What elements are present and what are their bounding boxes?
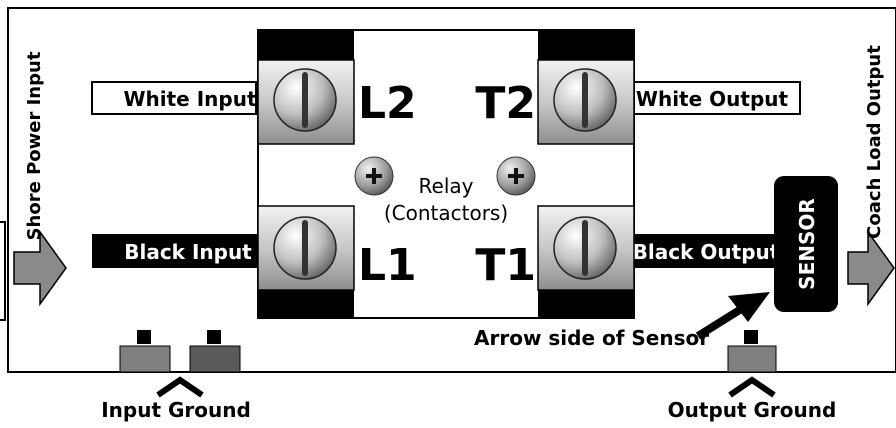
black-input-wire xyxy=(92,234,258,268)
input-ground-caret xyxy=(156,376,204,398)
relay-cap-top-left xyxy=(258,30,354,60)
left-edge-clip xyxy=(0,221,6,321)
white-input-label: White Input xyxy=(123,87,256,111)
black-output-label: Black Output xyxy=(633,240,780,264)
output-ground-caret xyxy=(728,376,776,398)
input-ground-block-right xyxy=(189,330,241,373)
terminal-t1 xyxy=(537,205,635,291)
terminal-l2 xyxy=(257,59,355,145)
arrow-side-label: Arrow side of Sensor xyxy=(474,326,709,350)
relay-cap-bottom-left xyxy=(258,288,354,318)
output-ground-block xyxy=(727,330,777,373)
terminal-l1 xyxy=(257,205,355,291)
white-input-wire xyxy=(91,81,257,115)
black-output-wire xyxy=(634,234,778,268)
coach-load-output-label: Coach Load Output xyxy=(864,45,885,239)
shore-power-input-label: Shore Power Input xyxy=(24,51,45,240)
relay-screw-left xyxy=(354,156,394,196)
terminal-t2-label: T2 xyxy=(475,78,536,129)
sensor-label: SENSOR xyxy=(795,198,819,290)
input-ground-block-left xyxy=(119,330,171,373)
output-ground-label: Output Ground xyxy=(668,398,837,422)
sensor-body xyxy=(774,176,838,312)
relay-label-line2: (Contactors) xyxy=(384,201,508,225)
relay-label-line1: Relay xyxy=(419,174,474,198)
terminal-t2 xyxy=(537,59,635,145)
terminal-l2-label: L2 xyxy=(358,78,417,129)
input-ground-label: Input Ground xyxy=(101,398,251,422)
black-input-label: Black Input xyxy=(124,240,252,264)
relay-cap-bottom-right xyxy=(538,288,634,318)
relay-screw-right xyxy=(496,156,536,196)
coach-load-arrow xyxy=(847,229,895,307)
white-output-label: White Output xyxy=(636,87,789,111)
white-output-wire xyxy=(633,81,801,115)
relay-cap-top-right xyxy=(538,30,634,60)
sensor-pointer-arrow xyxy=(695,292,770,340)
terminal-l1-label: L1 xyxy=(358,240,417,291)
terminal-t1-label: T1 xyxy=(475,240,536,291)
shore-power-arrow xyxy=(13,229,67,307)
